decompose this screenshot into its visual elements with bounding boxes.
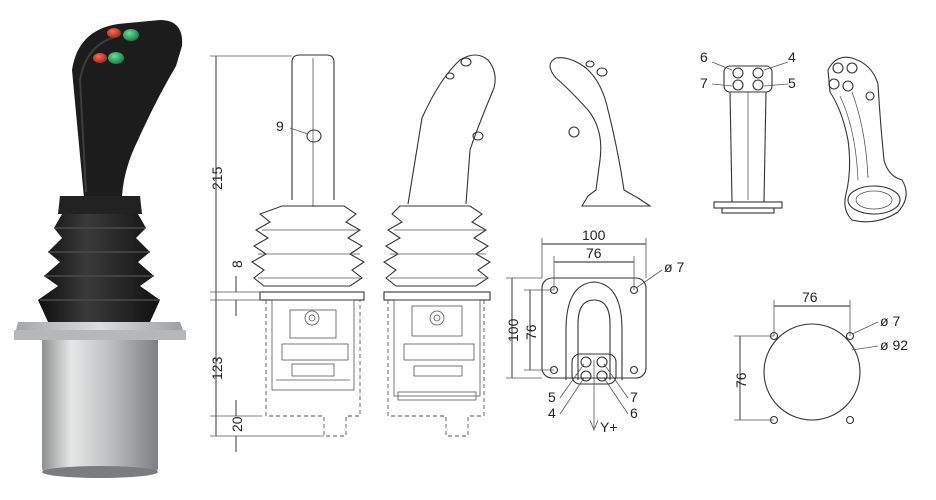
dim-flange-76: 76: [586, 245, 602, 261]
cap-label-7: 7: [700, 75, 708, 91]
panel-cutout-drawing: 76 ø 7 ø 92 76: [733, 289, 908, 425]
dim-flange-100: 100: [582, 227, 606, 243]
side-view-drawing: [382, 54, 496, 437]
dim-cutout-76: 76: [802, 289, 818, 305]
dim-lower-123: 123: [209, 356, 225, 380]
green-button-icon: [108, 52, 124, 64]
button-label-9: 9: [276, 118, 284, 134]
top-cap-drawing: 6 4 7 5: [700, 49, 796, 214]
product-photo: [14, 20, 186, 478]
handle-profile-drawing: [549, 57, 652, 207]
dim-bottom-20: 20: [229, 416, 245, 432]
dim-cutout-diameter: ø 92: [880, 337, 908, 353]
top-label-6: 6: [630, 405, 638, 421]
front-view-drawing: 9 215 8 123 20: [209, 54, 366, 452]
isometric-drawing: [827, 56, 907, 223]
top-view-flange-drawing: Y+ 100 76 ø 7 100 76 5 4 7 6: [505, 227, 684, 435]
axis-y-plus: Y+: [600, 419, 618, 435]
red-button-icon: [107, 28, 121, 38]
top-label-5: 5: [548, 389, 556, 405]
green-button-icon: [123, 29, 139, 41]
cap-label-4: 4: [788, 49, 796, 65]
top-label-4: 4: [548, 405, 556, 421]
cap-label-5: 5: [788, 75, 796, 91]
dim-boot-gap-8: 8: [229, 260, 245, 268]
dim-mount-hole: ø 7: [664, 259, 684, 275]
cap-label-6: 6: [700, 49, 708, 65]
dim-flange-vertical-76: 76: [523, 324, 539, 340]
red-button-icon: [93, 53, 107, 63]
top-label-7: 7: [630, 389, 638, 405]
dim-flange-height-100: 100: [505, 318, 521, 342]
dim-cutout-hole: ø 7: [880, 313, 900, 329]
dim-cutout-vertical-76: 76: [733, 372, 749, 388]
dim-height-215: 215: [209, 166, 225, 190]
